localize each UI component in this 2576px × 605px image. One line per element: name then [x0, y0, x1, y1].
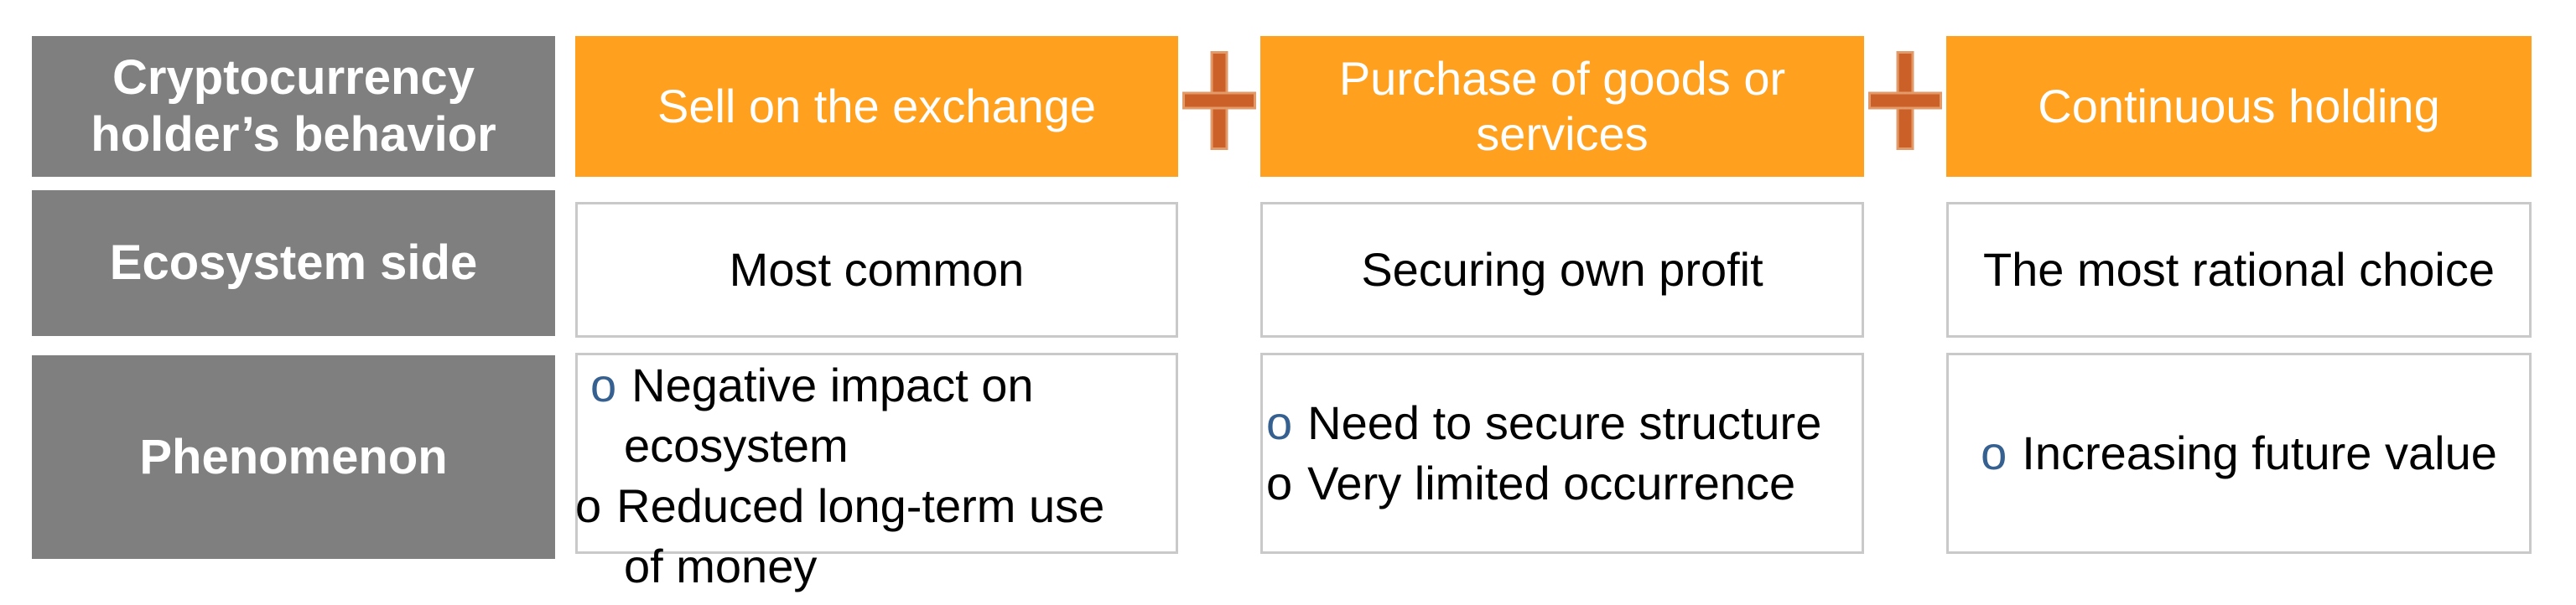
bullet-o-icon: o [590, 359, 617, 411]
plus-icon [1182, 54, 1257, 147]
list-item-text: Very limited occurrence [1307, 457, 1796, 509]
list-item-text: Reduced long-term use of money [616, 479, 1105, 592]
bullet-o-icon: o [1266, 457, 1293, 509]
bullet-o-icon: o [575, 479, 602, 532]
list-item-text: Need to secure structure [1307, 396, 1822, 449]
list-item: o Very limited occurrence [1266, 453, 1862, 514]
row-label-behavior: Cryptocurrency holder’s behavior [32, 36, 555, 177]
list-item-text: Negative impact on ecosystem [624, 359, 1034, 472]
phenomenon-cell-holding: o Increasing future value [1946, 353, 2532, 554]
row-label-ecosystem-side: Ecosystem side [32, 190, 555, 336]
list-item-text: Increasing future value [2022, 427, 2497, 479]
behavior-cell-purchase-goods-services: Purchase of goods or services [1260, 36, 1864, 177]
behavior-cell-continuous-holding: Continuous holding [1946, 36, 2532, 177]
bullet-o-icon: o [1266, 396, 1293, 449]
list-item: o Reduced long-term use of money [575, 476, 1145, 597]
ecosystem-cell-securing-own-profit: Securing own profit [1260, 202, 1864, 338]
row-label-phenomenon: Phenomenon [32, 355, 555, 559]
bullet-o-icon: o [1981, 427, 2007, 479]
plus-icon [1867, 54, 1943, 147]
ecosystem-cell-most-rational-choice: The most rational choice [1946, 202, 2532, 338]
ecosystem-cell-most-common: Most common [575, 202, 1178, 338]
list-item: o Need to secure structure [1266, 393, 1862, 453]
behavior-cell-sell-on-exchange: Sell on the exchange [575, 36, 1178, 177]
list-item: o Increasing future value [1981, 423, 2497, 483]
